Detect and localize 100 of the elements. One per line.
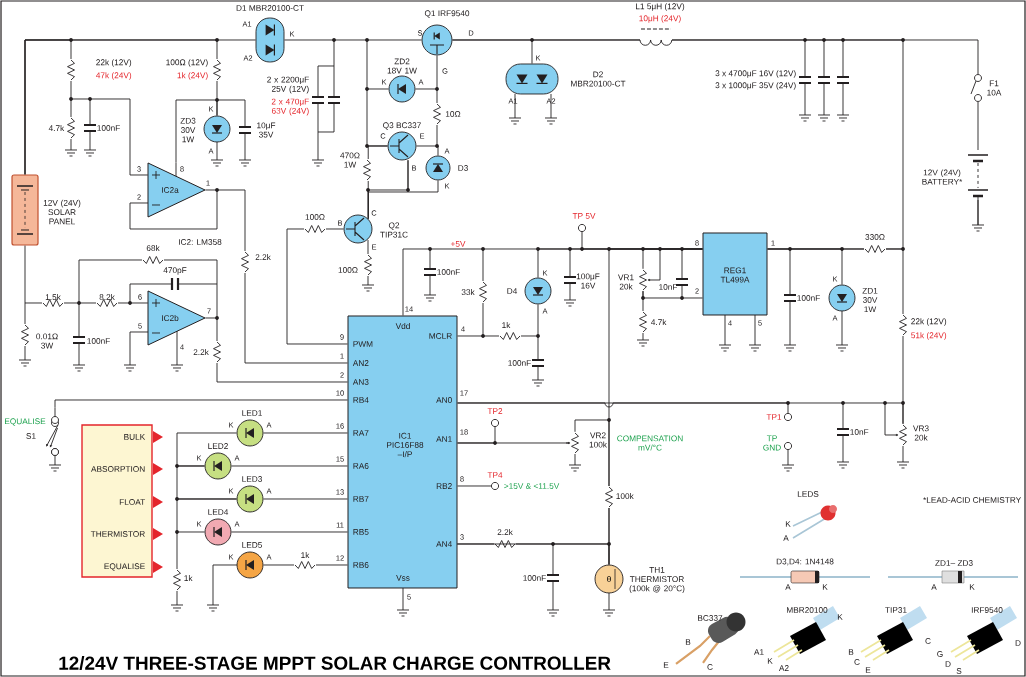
value-label: 100k (616, 492, 634, 500)
node-label: Vdd (395, 322, 410, 330)
node-label: IC1 PIC16F88 –I/P (387, 432, 424, 458)
wire (176, 432, 237, 467)
wire (175, 99, 218, 164)
value-label: 2.2k (497, 529, 513, 535)
value-label: 22k (12V) (911, 318, 947, 326)
wire (54, 399, 348, 409)
node-label: TP4 (487, 472, 503, 478)
pin-label: A (785, 584, 791, 590)
node-label: RA6 (353, 463, 369, 469)
note: >15V & <11.5V (504, 483, 560, 489)
value-label: 100nF (87, 338, 110, 344)
value-label: 100μF 16V (576, 273, 600, 289)
value-label: 2.2k (255, 254, 271, 260)
wire (286, 228, 348, 345)
node-label: MCLR (429, 333, 452, 339)
pin-label: B (685, 639, 691, 645)
value-label: 2.2k (193, 349, 209, 355)
wire (176, 498, 237, 533)
value-label: 1k (502, 322, 511, 328)
note: COMPENSATION mV/°C (617, 435, 683, 451)
pin-label: A (783, 535, 789, 541)
value-label: 8.2k (99, 293, 115, 301)
indicator-panel: BULK ABSORPTION FLOAT THERMISTOR EQUALISE (81, 424, 163, 578)
value-label: 33k (461, 288, 475, 296)
wire (263, 564, 348, 566)
pin-label: K (767, 658, 773, 664)
value-label: 10Ω (445, 111, 461, 117)
node-label: TP GND (763, 435, 781, 451)
value-label: 1k (24V) (177, 72, 208, 80)
node-label: AN0 (436, 397, 452, 403)
wire (263, 432, 348, 434)
wire (457, 485, 492, 487)
pin-label: C (854, 659, 860, 665)
part-label: TH1 THERMISTOR (100k @ 20°C) (629, 567, 685, 593)
pin-label: E (663, 662, 669, 668)
pin-label: A2 (778, 665, 789, 671)
node-label: PWM (353, 341, 373, 347)
wire (581, 231, 703, 250)
wire (457, 304, 539, 337)
value-label: 47k (24V) (96, 72, 132, 80)
wire (24, 39, 149, 176)
node-label: RB6 (353, 562, 369, 568)
part-label: TIP31 (885, 607, 907, 613)
node-label: AN4 (436, 541, 452, 547)
wire (416, 145, 439, 156)
test-point: TP4 (487, 472, 503, 491)
wire (642, 290, 703, 299)
node-label: RB5 (353, 529, 369, 535)
part-label: D3,D4: 1N4148 (776, 558, 834, 566)
pin-label: A (931, 584, 937, 590)
ic-box: Vdd PWM AN2 AN3 RB4 RA7 RA6 RB7 RB5 RB6 IC1 PIC16F88 –I/P MCLR AN0 AN1 RB2 AN4 Vss (347, 315, 458, 589)
node-label: RB2 (436, 483, 452, 489)
value-label: 22k (12V) (96, 59, 132, 67)
value-label: 100Ω (305, 214, 325, 220)
ic-box: REG1 TL499A (702, 232, 768, 316)
pin-label: K (837, 614, 843, 620)
node-label: TP 5V (572, 213, 596, 219)
pin-label: C (707, 664, 713, 670)
value-label: F1 10A (987, 80, 1002, 96)
pin-label: K (785, 521, 791, 527)
wire (457, 426, 496, 444)
value-label: 10μH (24V) (639, 15, 681, 23)
value-label: 100nF (97, 125, 120, 131)
pin-label: D (1015, 640, 1021, 646)
test-point: TP1 (766, 412, 793, 422)
wire (452, 39, 904, 250)
wire (204, 317, 348, 383)
part-label: S1 (26, 433, 36, 439)
value-label: 470Ω 1W (340, 152, 360, 168)
pin-label: K (969, 584, 975, 590)
value-label: 1.5k (45, 293, 61, 301)
value-label: 4.7k (48, 125, 65, 131)
part-label: 12V (24V) BATTERY* (922, 169, 963, 185)
value-label: 0.01Ω 3W (36, 333, 58, 349)
node-label: TP2 (487, 408, 503, 414)
value-label: 100nF (797, 295, 820, 301)
value-label: 2 x 2200μF 25V (12V) (267, 76, 309, 94)
value-label: 4.7k (651, 319, 667, 325)
value-label: 51k (24V) (911, 332, 947, 340)
value-label: 3 x 4700μF 16V (12V) (715, 70, 796, 78)
pin-label: C (925, 638, 931, 644)
pin-label: E (865, 667, 871, 673)
node-label: TP1 (766, 414, 782, 420)
value-label: 1k (301, 552, 310, 558)
node-label: AN2 (352, 360, 369, 366)
value-label: 100nF (437, 269, 460, 275)
value-label: 470pF (163, 267, 187, 275)
node-label: RA7 (353, 430, 369, 436)
part-label: ZD1– ZD3 (935, 560, 973, 566)
wire (367, 160, 409, 220)
value-label: 2 x 470μF 63V (24V) (271, 98, 309, 116)
test-point: TP GND (763, 435, 793, 451)
pin-label: D (945, 661, 951, 667)
wire (574, 419, 610, 565)
wire (415, 55, 438, 90)
value-label: 100Ω (12V) (166, 59, 208, 67)
value-label: 1k (184, 575, 193, 581)
part-label: BC337 (698, 615, 723, 621)
